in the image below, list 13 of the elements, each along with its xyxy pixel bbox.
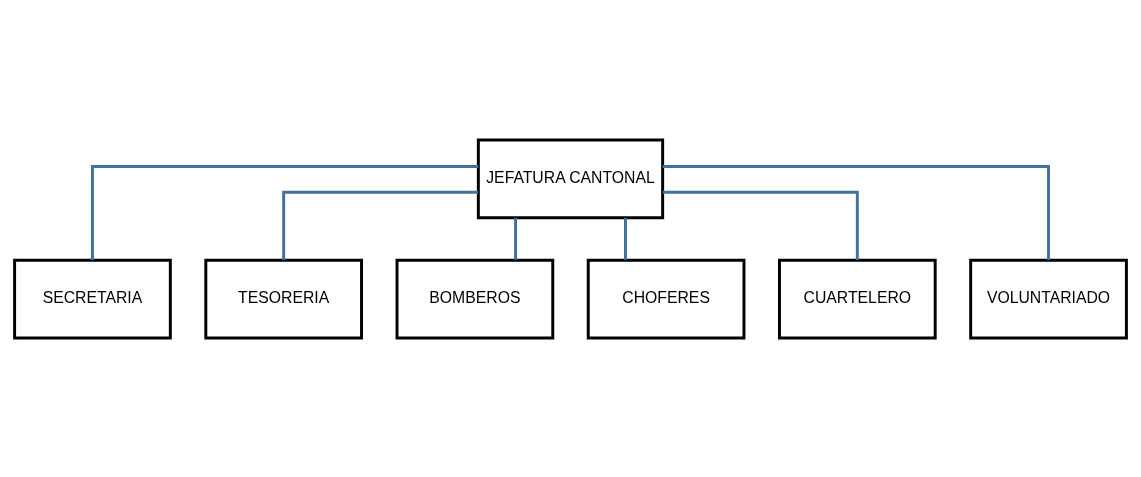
- node-box: CUARTELERO: [778, 258, 937, 340]
- node-box: SECRETARIA: [13, 258, 172, 340]
- node-box: TESORERIA: [204, 258, 364, 340]
- connector: [282, 190, 479, 260]
- connector: [623, 217, 627, 260]
- connector: [662, 190, 859, 260]
- connector: [662, 164, 1050, 260]
- node-box: VOLUNTARIADO: [969, 258, 1128, 340]
- node-box: JEFATURA CANTONAL: [476, 137, 665, 219]
- node-box: BOMBEROS: [395, 258, 555, 340]
- connector: [514, 217, 518, 260]
- connector: [90, 164, 479, 260]
- node-box: CHOFERES: [586, 258, 746, 340]
